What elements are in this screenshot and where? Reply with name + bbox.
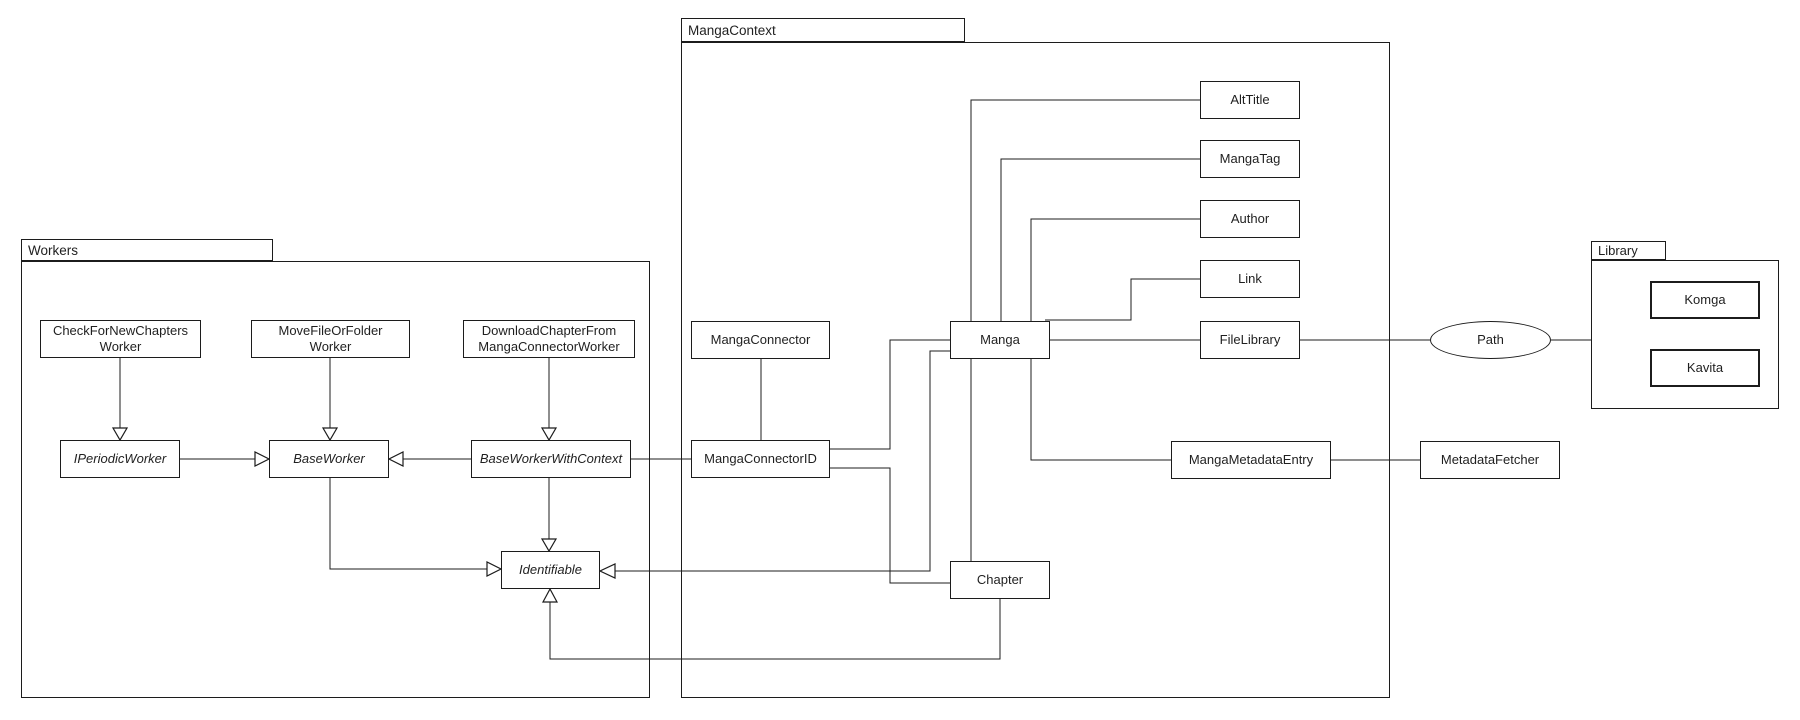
- node-label: DownloadChapterFrom: [481, 323, 617, 338]
- package-tab-manga-context: MangaContext: [681, 18, 965, 42]
- node-metadata-fetcher: MetadataFetcher: [1420, 441, 1560, 479]
- node-label: MangaConnector: [710, 332, 811, 347]
- edge-manga-author: [1030, 218, 1200, 321]
- node-manga-tag: MangaTag: [1200, 140, 1300, 178]
- node-label: Worker: [99, 339, 142, 354]
- node-manga-metadata-entry: MangaMetadataEntry: [1171, 441, 1331, 479]
- edge-chapter-identifiable: [549, 599, 1001, 660]
- node-move-file-or-folder-worker: MoveFileOrFolder Worker: [251, 320, 410, 358]
- node-kavita: Kavita: [1650, 349, 1760, 387]
- node-komga: Komga: [1650, 281, 1760, 319]
- node-identifiable: Identifiable: [501, 551, 600, 589]
- node-label: IPeriodicWorker: [73, 451, 167, 466]
- node-label: MoveFileOrFolder: [278, 323, 383, 338]
- node-link: Link: [1200, 260, 1300, 298]
- edge-manga-mangametadataentry: [1030, 359, 1171, 461]
- arrowhead-identifiable-right: [598, 563, 616, 579]
- node-label: BaseWorker: [293, 451, 365, 466]
- node-label: AltTitle: [1230, 92, 1270, 107]
- edge-manga-link: [1045, 278, 1200, 321]
- node-label: Kavita: [1686, 360, 1724, 375]
- arrowhead-baseworker-left: [254, 451, 271, 467]
- node-manga-connector-id: MangaConnectorID: [691, 440, 830, 478]
- edge-manga-mangatag: [1000, 158, 1200, 321]
- node-label: Link: [1238, 271, 1262, 286]
- node-author: Author: [1200, 200, 1300, 238]
- node-label: MangaConnectorWorker: [478, 339, 620, 354]
- arrowhead-iperiodicworker-top: [111, 427, 129, 442]
- node-label: Identifiable: [519, 562, 582, 577]
- arrowhead-baseworker-right: [387, 451, 404, 467]
- node-label: Komga: [1684, 292, 1726, 307]
- arrowhead-identifiable-top: [540, 538, 558, 553]
- package-label-library: Library: [1598, 243, 1638, 258]
- arrowhead-identifiable-left: [486, 561, 503, 577]
- node-base-worker: BaseWorker: [269, 440, 389, 478]
- edge-manga-alttitle: [970, 99, 1200, 321]
- edge-manga-identifiable: [615, 350, 950, 572]
- arrowhead-baseworker-top: [321, 427, 339, 442]
- node-chapter: Chapter: [950, 561, 1050, 599]
- node-label: CheckForNewChapters: [52, 323, 189, 338]
- package-tab-workers: Workers: [21, 239, 273, 261]
- node-manga: Manga: [950, 321, 1050, 359]
- package-label-workers: Workers: [28, 242, 79, 258]
- node-label: MetadataFetcher: [1440, 452, 1540, 467]
- node-base-worker-with-context: BaseWorkerWithContext: [471, 440, 631, 478]
- package-tab-library: Library: [1591, 241, 1666, 260]
- node-label: MangaTag: [1219, 151, 1281, 166]
- package-label-manga-context: MangaContext: [688, 22, 776, 38]
- node-label: Path: [1477, 332, 1504, 347]
- node-manga-connector: MangaConnector: [691, 321, 830, 359]
- node-label: Manga: [980, 332, 1020, 347]
- edge-baseworker-identifiable: [329, 478, 487, 570]
- arrowhead-baseworkerwithcontext-top: [540, 427, 558, 442]
- node-file-library: FileLibrary: [1200, 321, 1300, 359]
- edge-mangaconnectorid-manga: [830, 339, 950, 450]
- node-label: FileLibrary: [1219, 332, 1281, 347]
- node-label: Chapter: [976, 572, 1024, 587]
- node-path-ellipse: Path: [1430, 321, 1551, 359]
- node-download-chapter-from-manga-connector-worker: DownloadChapterFrom MangaConnectorWorker: [463, 320, 635, 358]
- node-label: Worker: [309, 339, 352, 354]
- arrowhead-identifiable-bottom: [541, 587, 559, 603]
- node-alt-title: AltTitle: [1200, 81, 1300, 119]
- node-label: Author: [1230, 211, 1270, 226]
- edge-mangaconnectorid-chapter: [830, 467, 950, 584]
- node-label: MangaMetadataEntry: [1188, 452, 1314, 467]
- node-label: BaseWorkerWithContext: [479, 451, 623, 466]
- node-iperiodic-worker: IPeriodicWorker: [60, 440, 180, 478]
- node-check-for-new-chapters-worker: CheckForNewChapters Worker: [40, 320, 201, 358]
- node-label: MangaConnectorID: [704, 451, 817, 466]
